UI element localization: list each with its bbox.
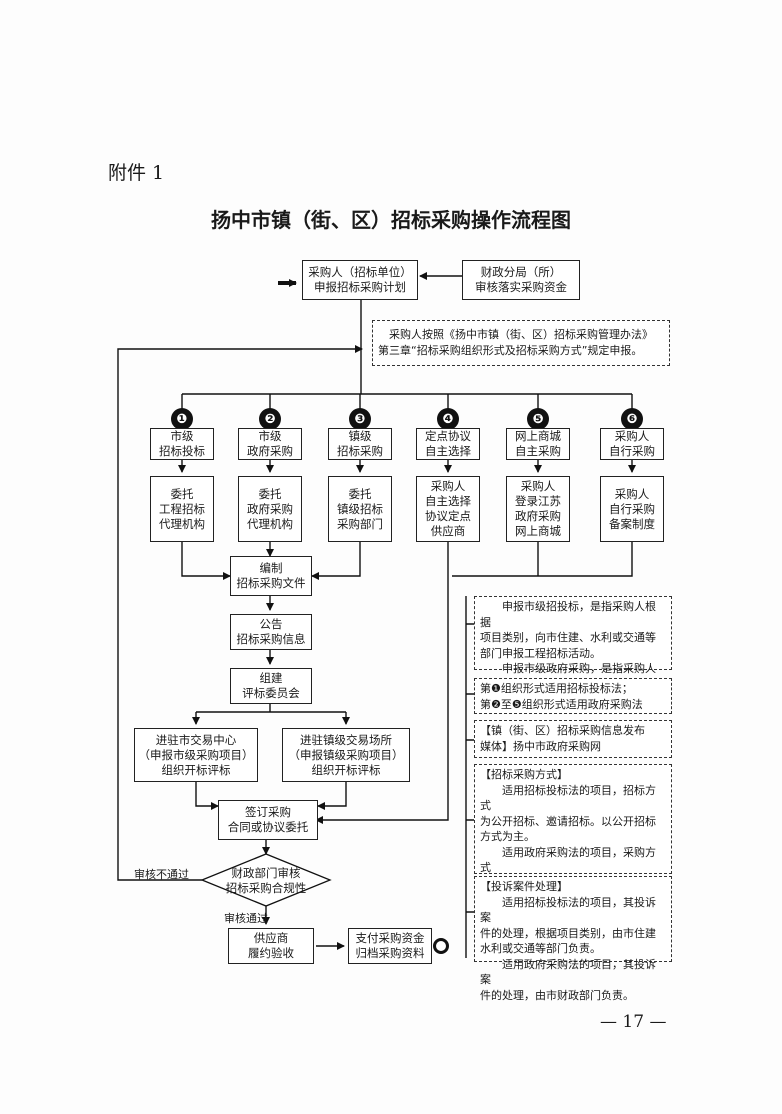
number-badge-5: ❺ (527, 408, 549, 430)
number-badge-4: ❹ (437, 408, 459, 430)
town-bidding-box: 镇级 招标采购 (328, 428, 392, 460)
online-mall-box: 网上商城 自主采购 (506, 428, 570, 460)
approved-label: 审核通过 (224, 912, 268, 925)
self-procurement-box: 采购人 自行采购 (600, 428, 664, 460)
number-badge-1: ❶ (171, 408, 193, 430)
number-badge-6: ❻ (621, 408, 643, 430)
city-government-procurement-box: 市级 政府采购 (238, 428, 302, 460)
filing-system-box: 采购人 自行采购 备案制度 (600, 476, 664, 542)
designated-agreement-box: 定点协议 自主选择 (416, 428, 480, 460)
regulation-note: 采购人按照《扬中市镇（街、区）招标采购管理办法》 第三章“招标采购组织形式及招标… (372, 320, 670, 366)
supplier-acceptance-box: 供应商 履约验收 (228, 928, 314, 964)
engineering-agency-box: 委托 工程招标 代理机构 (150, 476, 214, 542)
evaluation-committee-box: 组建 评标委员会 (230, 668, 312, 704)
town-trading-venue-box: 进驻镇级交易场所 （申报镇级采购项目） 组织开标评标 (282, 728, 410, 782)
publication-media-note: 【镇（街、区）招标采购信息发布 媒体】扬中市政府采购网 (474, 720, 672, 758)
sign-contract-box: 签订采购 合同或协议委托 (218, 800, 318, 840)
attachment-label: 附件 1 (108, 162, 165, 184)
number-badge-2: ❷ (259, 408, 281, 430)
payment-archive-box: 支付采购资金 归档采购资料 (348, 928, 432, 964)
jiangsu-mall-box: 采购人 登录江苏 政府采购 网上商城 (506, 476, 570, 542)
agreement-supplier-box: 采购人 自主选择 协议定点 供应商 (416, 476, 480, 542)
town-department-box: 委托 镇级招标 采购部门 (328, 476, 392, 542)
city-trading-center-box: 进驻市交易中心 （申报市级采购项目） 组织开标评标 (134, 728, 258, 782)
city-bidding-box: 市级 招标投标 (150, 428, 214, 460)
page-title: 扬中市镇（街、区）招标采购操作流程图 (211, 208, 571, 232)
declaration-note: 申报市级招投标，是指采购人根据 项目类别，向市住建、水利或交通等 部门申报工程招… (474, 596, 672, 706)
number-badge-3: ❸ (349, 408, 371, 430)
government-agency-box: 委托 政府采购 代理机构 (238, 476, 302, 542)
procurement-methods-note: 【招标采购方式】 适用招标投标法的项目，招标方式 为公开招标、邀请招标。以公开招… (474, 764, 672, 905)
announce-info-box: 公告 招标采购信息 (230, 614, 312, 650)
purchaser-plan-box: 采购人（招标单位） 申报招标采购计划 (302, 260, 418, 300)
review-compliance-text: 财政部门审核 招标采购合规性 (225, 866, 307, 895)
rejected-label: 审核不通过 (134, 868, 189, 881)
end-circle (433, 938, 449, 954)
compile-documents-box: 编制 招标采购文件 (230, 556, 312, 596)
page-number: — 17 — (600, 1012, 667, 1032)
applicable-law-note: 第❶组织形式适用招标投标法； 第❷至❺组织形式适用政府采购法 (474, 678, 672, 714)
finance-branch-box: 财政分局（所） 审核落实采购资金 (462, 260, 580, 300)
review-diamond (200, 853, 332, 907)
complaint-handling-note: 【投诉案件处理】 适用招标投标法的项目，其投诉案 件的处理，根据项目类别，由市住… (474, 876, 672, 1002)
